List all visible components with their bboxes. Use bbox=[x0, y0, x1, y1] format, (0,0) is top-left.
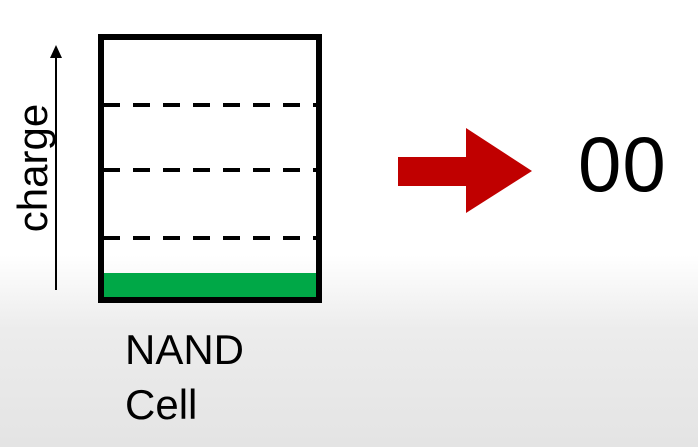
charge-axis bbox=[50, 45, 62, 290]
nand-cell-label-line2: Cell bbox=[125, 381, 198, 428]
charge-axis-label: charge bbox=[9, 103, 56, 233]
right-arrow-icon bbox=[398, 128, 532, 213]
nand-cell-outline bbox=[98, 34, 322, 303]
nand-cell-label-line1: NAND bbox=[125, 326, 245, 373]
charge-fill-bar bbox=[103, 273, 317, 297]
charge-axis-arrowhead bbox=[50, 45, 62, 58]
nand-cell bbox=[98, 34, 322, 303]
result-value: 00 bbox=[578, 120, 667, 208]
nand-cell-label: NAND Cell bbox=[125, 322, 244, 432]
